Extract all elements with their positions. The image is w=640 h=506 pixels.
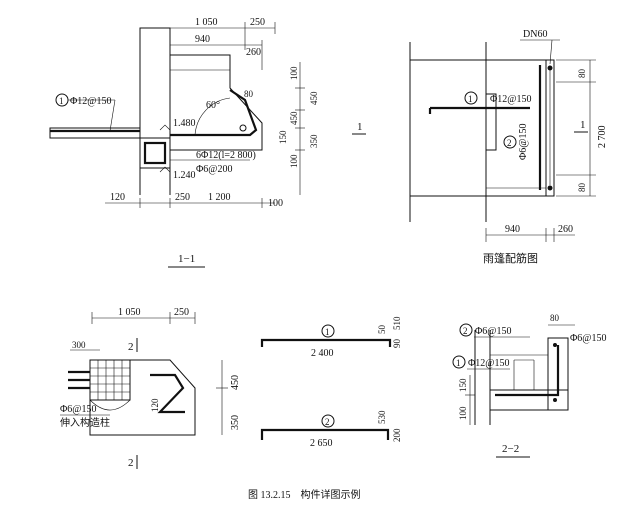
bar2-hook-b: 200 [392, 428, 402, 442]
dim-top-3: 940 [195, 34, 210, 45]
plan-bar-2: Φ6@150 [518, 123, 529, 160]
corner-label-bar: Φ6@150 [60, 404, 97, 415]
bar1-len: 2 400 [311, 348, 334, 359]
angle-label: 60° [206, 100, 220, 111]
plan-dim-r-2: 2 700 [597, 126, 608, 149]
plan-dim-r-3: 80 [577, 183, 587, 193]
s22-dim-top: 80 [550, 313, 560, 323]
plan-bar-1: Φ12@150 [490, 94, 532, 105]
s22-circle-1: 1 [456, 358, 461, 368]
bar-d-label: 80 [244, 89, 254, 99]
bar1-hook-a: 50 [377, 325, 387, 335]
corner-dim-top-2: 250 [174, 307, 189, 318]
corner-dim-r-1: 450 [230, 375, 241, 390]
dim-b-4: 100 [268, 198, 283, 209]
corner-detail: 1 050 250 300 450 350 120 Φ6@150 伸入构造柱 2… [60, 307, 241, 469]
s22-dim-l-2: 100 [458, 406, 468, 420]
dim-r-6: 100 [289, 154, 299, 168]
dim-top-2: 250 [250, 17, 265, 28]
s22-label-2: Φ6@150 [475, 326, 512, 337]
dim-r-3: 450 [289, 111, 299, 125]
bar1-hook-c: 90 [392, 339, 402, 349]
dim-top-1: 1 050 [195, 17, 218, 28]
bar1-hook-b: 510 [392, 316, 402, 330]
note-bar: 6Φ12(l=2 800) [196, 150, 256, 161]
bar1-no: 1 [325, 327, 330, 337]
corner-cut-bot: 2 [128, 457, 134, 469]
figure-caption: 图 13.2.15 构件详图示例 [248, 488, 361, 501]
corner-dim-left: 300 [72, 340, 86, 350]
cut-mark-1: 1 [357, 121, 363, 133]
plan-dim-b-1: 940 [505, 224, 520, 235]
section-2-2: 80 2 Φ6@150 1 Φ12@150 Φ6@150 150 100 2−2 [452, 313, 607, 458]
bar2-hook-a: 530 [377, 410, 387, 424]
dim-r-4: 150 [278, 130, 288, 144]
plan-dim-b-2: 260 [558, 224, 573, 235]
title-1-1: 1−1 [178, 253, 195, 265]
bar-shapes: 1 2 400 50 510 90 2 2 650 530 200 [260, 316, 402, 449]
dim-r-5: 350 [309, 134, 319, 148]
corner-dim-top-1: 1 050 [118, 307, 141, 318]
corner-dim-r-2: 350 [230, 415, 241, 430]
corner-label-text: 伸入构造柱 [60, 416, 110, 429]
plan-title: 雨篷配筋图 [483, 251, 538, 265]
dim-r-2: 450 [309, 91, 319, 105]
dim-b-3: 1 200 [208, 192, 231, 203]
note-stirrup: Φ6@200 [196, 164, 233, 175]
plan-dim-r-1: 80 [577, 69, 587, 79]
bar-1-label: Φ12@150 [70, 96, 112, 107]
s22-label-right: Φ6@150 [570, 333, 607, 344]
dim-r-1: 100 [289, 66, 299, 80]
dim-b-1: 120 [110, 192, 125, 203]
corner-cut-top: 2 [128, 341, 134, 353]
section-1-1: 60° 80 1 Φ12@150 1.480 1.240 6Φ12(l=2 80… [49, 17, 366, 268]
dn-label: DN60 [523, 29, 547, 40]
bar2-len: 2 650 [310, 438, 333, 449]
circle-1-label: 1 [59, 96, 64, 106]
dim-top-4: 260 [246, 47, 261, 58]
elev-top: 1.480 [173, 118, 196, 129]
s22-title: 2−2 [502, 443, 519, 455]
dim-b-2: 250 [175, 192, 190, 203]
plan-cut-mark: 1 [580, 119, 586, 131]
canopy-plan: DN60 1 Φ12@150 2 Φ6@150 80 2 700 80 940 … [409, 29, 608, 265]
s22-label-1: Φ12@150 [468, 358, 510, 369]
elev-bot: 1.240 [173, 170, 196, 181]
plan-circle-2: 2 [507, 138, 512, 148]
s22-dim-l-1: 150 [458, 378, 468, 392]
plan-circle-1: 1 [468, 94, 473, 104]
s22-circle-2: 2 [463, 326, 468, 336]
bar2-no: 2 [325, 417, 330, 427]
corner-dim-inner: 120 [150, 398, 160, 412]
